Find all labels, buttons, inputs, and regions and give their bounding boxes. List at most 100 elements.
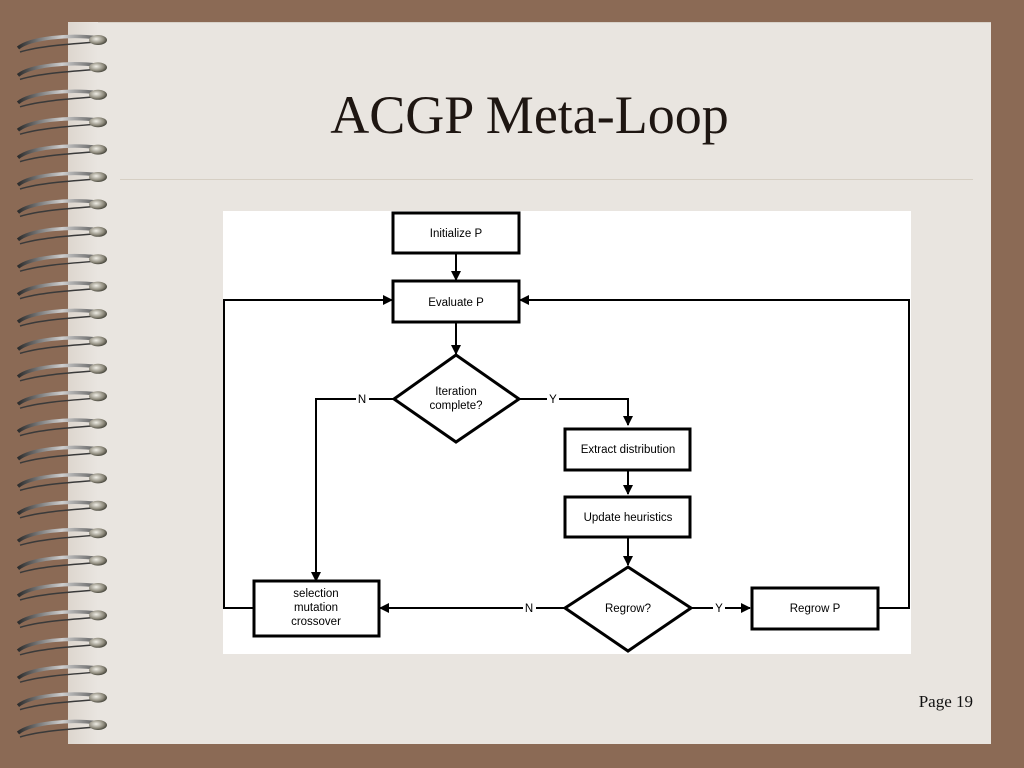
node-initialize: [391, 211, 521, 255]
binding-coil: [16, 144, 99, 160]
edge-label-regrow-no: N: [525, 603, 533, 615]
binding-coil: [16, 719, 99, 735]
binding-coil: [16, 445, 99, 461]
binding-hole: [89, 89, 107, 100]
binding-hole: [89, 35, 107, 45]
binding-coil-shadow: [19, 233, 97, 245]
node-iteration-label-line1: Iteration: [435, 386, 477, 398]
binding-hole: [89, 555, 107, 566]
slide-page: ACGP Meta-Loop: [68, 22, 991, 744]
binding-coil-shadow: [19, 534, 97, 546]
binding-hole: [89, 446, 107, 456]
binding-hole: [89, 144, 107, 155]
spiral-binding-icon: [16, 34, 107, 738]
binding-hole: [89, 418, 107, 429]
binding-coil: [16, 637, 99, 653]
node-extract-distribution: [563, 427, 692, 472]
flowchart-nodes: [252, 211, 880, 653]
node-regrow-decision: [562, 565, 694, 653]
binding-coil-shadow: [19, 561, 97, 574]
binding-coil: [16, 34, 99, 50]
node-iteration-complete: [391, 353, 522, 444]
binding-hole: [89, 199, 107, 210]
flowchart-panel: Initialize P Evaluate P Iteration comple…: [223, 211, 911, 654]
edge-label-iteration-yes: Y: [549, 394, 557, 406]
binding-coil: [16, 363, 99, 379]
binding-hole: [89, 172, 107, 182]
node-regrow-p-label: Regrow P: [790, 603, 841, 615]
binding-hole: [89, 336, 107, 347]
node-regrow-p: [750, 586, 880, 631]
binding-coil-shadow: [19, 479, 97, 492]
edge-iteration-yes: [518, 398, 633, 426]
flowchart: Initialize P Evaluate P Iteration comple…: [223, 211, 910, 653]
binding-coil-shadow: [19, 370, 97, 382]
node-ops-label-line2: mutation: [294, 602, 338, 614]
node-update-heuristics: [563, 495, 692, 539]
binding-coil-shadow: [19, 698, 97, 711]
binding-coil-shadow: [19, 178, 97, 190]
binding-hole: [89, 226, 107, 237]
binding-coil: [16, 281, 99, 297]
binding-coil-shadow: [19, 41, 97, 53]
slide-margin-shade: [68, 22, 98, 744]
node-iteration-label-line2: complete?: [429, 400, 482, 412]
binding-hole: [89, 528, 107, 539]
binding-coil-shadow: [19, 287, 97, 300]
binding-coil-shadow: [19, 68, 97, 81]
binding-hole: [89, 254, 107, 265]
title-divider: [120, 179, 973, 180]
binding-hole: [89, 391, 107, 402]
edge-label-iteration-no: N: [358, 394, 366, 406]
binding-coil: [16, 62, 99, 77]
binding-coil: [16, 336, 99, 351]
binding-coil-shadow: [19, 671, 97, 683]
binding-coil-shadow: [19, 424, 97, 437]
binding-hole: [89, 62, 107, 73]
binding-coil-shadow: [19, 205, 97, 218]
binding-coil: [16, 692, 99, 708]
node-update-label: Update heuristics: [584, 512, 673, 524]
binding-coil-shadow: [19, 507, 97, 519]
node-evaluate-label: Evaluate P: [428, 297, 484, 309]
binding-coil-shadow: [19, 342, 97, 355]
binding-hole: [89, 692, 107, 703]
binding-coil: [16, 116, 99, 132]
binding-coil: [16, 253, 99, 269]
binding-coil: [16, 555, 99, 571]
node-extract-label: Extract distribution: [581, 444, 676, 456]
binding-hole: [89, 720, 107, 730]
binding-hole: [89, 363, 107, 374]
binding-hole: [89, 281, 107, 292]
binding-hole: [89, 117, 107, 128]
binding-coil-shadow: [19, 726, 97, 738]
binding-coil: [16, 89, 99, 105]
edge-iteration-no: [311, 398, 394, 582]
binding-coil-shadow: [19, 616, 97, 629]
binding-coil-shadow: [19, 150, 97, 163]
binding-hole: [89, 610, 107, 621]
binding-coil: [16, 226, 99, 242]
binding-coil: [16, 418, 99, 434]
node-genetic-operators: [252, 579, 381, 638]
binding-coil: [16, 308, 99, 324]
binding-coil-shadow: [19, 452, 97, 464]
binding-coil-shadow: [19, 260, 97, 272]
binding-coil-shadow: [19, 96, 97, 108]
binding-hole: [89, 473, 107, 484]
binding-coil: [16, 199, 99, 214]
binding-hole: [89, 500, 107, 511]
binding-coil-shadow: [19, 315, 97, 327]
binding-hole: [89, 637, 107, 648]
binding-coil-shadow: [19, 123, 97, 135]
edge-regrow-loop-back: [519, 295, 910, 609]
node-ops-label-line1: selection: [293, 588, 338, 600]
binding-hole: [89, 309, 107, 319]
edge-label-regrow-yes: Y: [715, 603, 723, 615]
binding-coil: [16, 527, 99, 543]
binding-coil: [16, 664, 99, 680]
binding-coil: [16, 473, 99, 488]
binding-coil: [16, 582, 99, 598]
binding-coil: [16, 610, 99, 625]
binding-coil-shadow: [19, 644, 97, 656]
